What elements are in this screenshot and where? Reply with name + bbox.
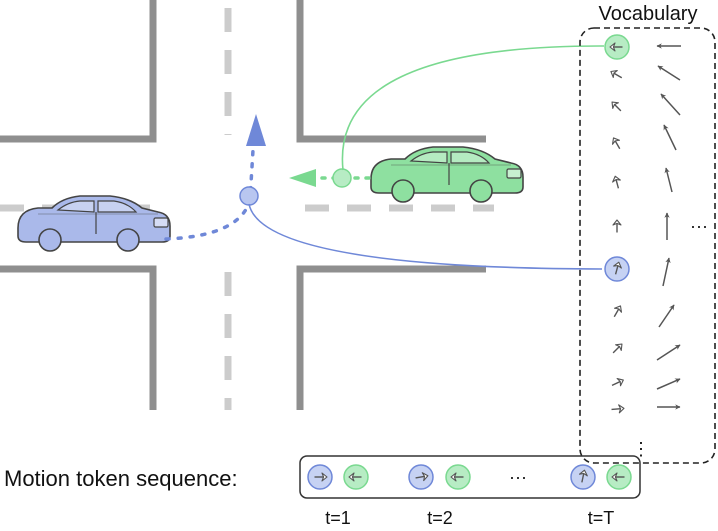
sequence-ellipsis: ··· xyxy=(509,467,527,487)
road-edges xyxy=(0,0,486,410)
lane-dashes xyxy=(0,8,494,410)
vocab-ellipsis-bottom: ⋮ xyxy=(632,439,650,459)
arrow-token-icon xyxy=(612,219,622,234)
blue-arrowhead-icon xyxy=(246,114,266,146)
arrow-token-icon xyxy=(610,303,625,320)
time-label-2: t=2 xyxy=(427,508,453,528)
arrow-token-icon xyxy=(609,375,626,390)
car-blue-icon xyxy=(17,195,171,253)
arrow-token-icon xyxy=(608,98,625,115)
arrow-token-icon xyxy=(609,135,624,152)
sequence-box xyxy=(299,455,641,499)
vocab-column-short xyxy=(608,42,626,415)
blue-current-step xyxy=(239,186,259,206)
green-current-step xyxy=(332,168,352,188)
blue-connector-line xyxy=(248,203,603,270)
arrow-token-icon xyxy=(608,67,625,82)
sequence-label: Motion token sequence: xyxy=(4,466,238,491)
sequence-tokens xyxy=(307,464,632,490)
arrow-token-icon xyxy=(610,403,626,415)
car-green-icon xyxy=(370,146,524,204)
green-arrowhead-icon xyxy=(289,169,316,187)
arrow-token-icon xyxy=(609,340,626,357)
time-label-1: t=1 xyxy=(325,508,351,528)
vocab-column-long xyxy=(656,43,681,410)
vocabulary-box xyxy=(579,27,716,464)
time-label-T: t=T xyxy=(588,508,615,528)
arrow-token-icon xyxy=(610,174,623,191)
vocabulary-title: Vocabulary xyxy=(599,3,698,25)
vocab-ellipsis-right: ··· xyxy=(690,216,708,236)
green-connector-line xyxy=(341,45,605,171)
